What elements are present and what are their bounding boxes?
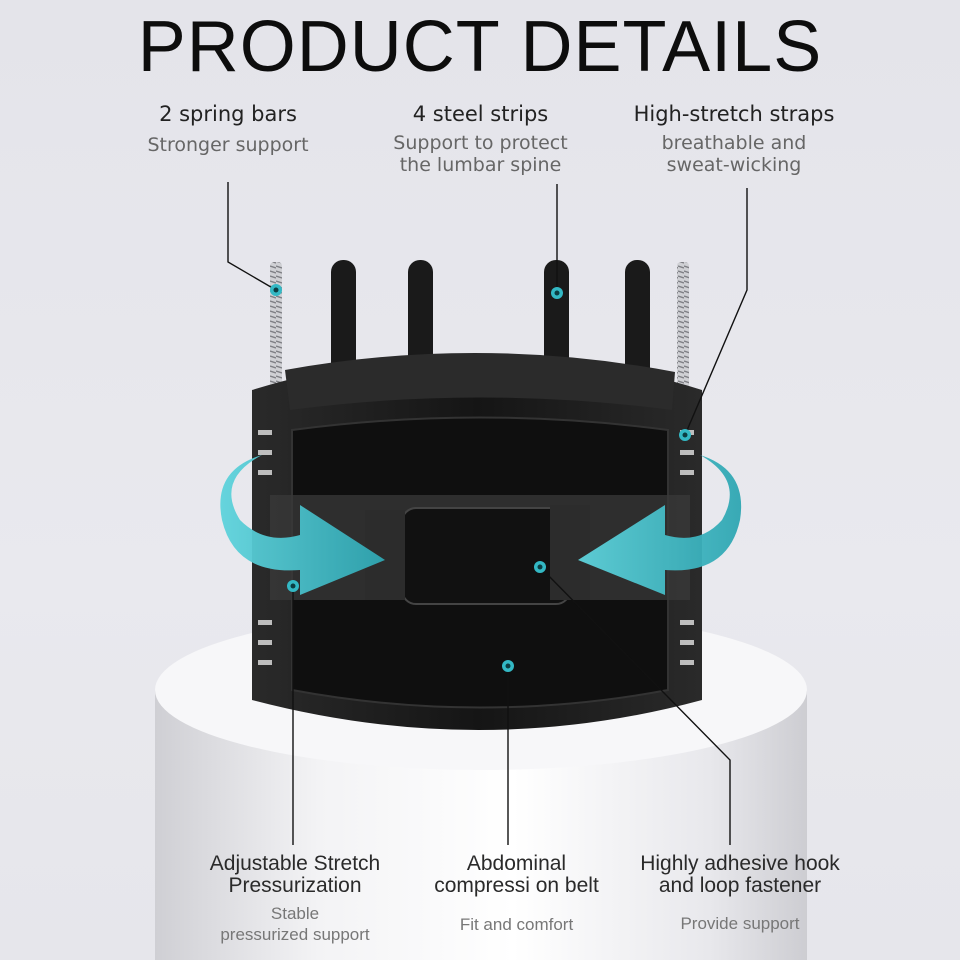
feature-high-stretch-straps: High-stretch straps breathable and sweat… — [618, 102, 850, 176]
feature-heading-line1: Abdominal — [466, 852, 567, 875]
feature-spring-bars: 2 spring bars Stronger support — [118, 102, 338, 156]
feature-hook-loop-fastener: Highly adhesive hook and loop fastener P… — [618, 853, 862, 934]
feature-adjustable-stretch: Adjustable Stretch Pressurization Stable… — [180, 853, 410, 945]
feature-subtext: Stronger support — [147, 134, 309, 156]
back-support-belt — [252, 352, 702, 730]
compression-arrows — [220, 455, 742, 595]
feature-heading-line2: and loop fastener — [658, 874, 822, 897]
feature-subtext-line1: breathable and — [661, 132, 807, 154]
spring-bars — [270, 262, 689, 412]
feature-heading-line2: compressi on belt — [434, 874, 599, 897]
feature-subtext-line2: the lumbar spine — [399, 154, 562, 176]
feature-heading-line2: Pressurization — [228, 874, 362, 897]
feature-heading: 2 spring bars — [159, 102, 297, 126]
feature-subtext-line2: sweat-wicking — [666, 154, 802, 176]
feature-abdominal-belt: Abdominal compressi on belt Fit and comf… — [404, 853, 629, 935]
feature-subtext: Fit and comfort — [459, 915, 574, 934]
feature-heading: 4 steel strips — [412, 102, 549, 126]
feature-subtext: Provide support — [680, 914, 800, 933]
feature-subtext-line1: Stable — [270, 904, 320, 923]
feature-subtext-line1: Support to protect — [393, 132, 568, 154]
feature-heading-line1: Adjustable Stretch — [209, 852, 381, 875]
feature-heading-line1: Highly adhesive hook — [640, 852, 840, 875]
feature-subtext-line2: pressurized support — [220, 925, 370, 944]
callout-lines — [227, 182, 748, 845]
callout-markers — [270, 284, 691, 672]
page-title: PRODUCT DETAILS — [137, 7, 823, 87]
feature-heading: High-stretch straps — [633, 102, 835, 126]
feature-steel-strips: 4 steel strips Support to protect the lu… — [368, 102, 593, 176]
